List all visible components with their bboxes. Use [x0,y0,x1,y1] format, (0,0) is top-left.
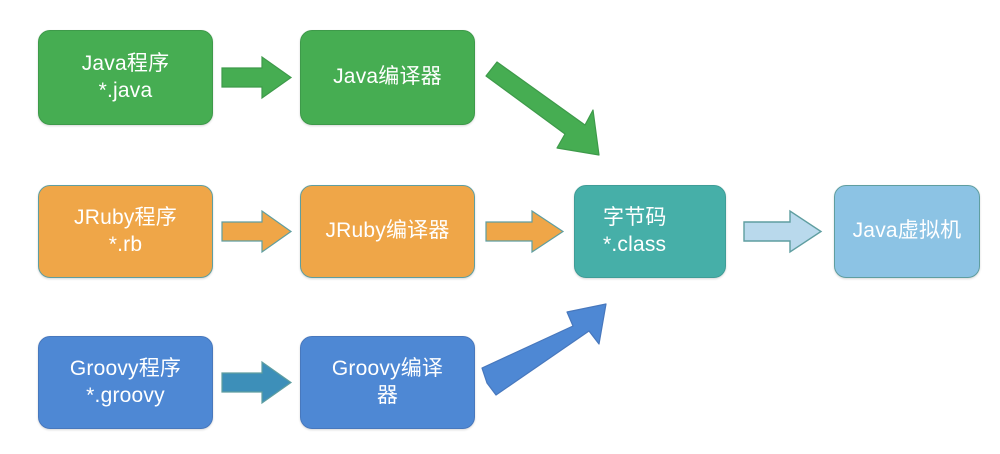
node-label: Java虚拟机 [852,219,962,243]
arrow-shape [221,360,293,405]
node-label: JRuby编译器 [325,219,450,243]
node-label: Java编译器 [333,65,442,89]
node-java-compiler[interactable]: Java编译器 [300,30,475,125]
arrow-shape [485,61,600,156]
arrow-java-source-to-compiler [221,55,293,100]
arrow-bytecode-to-jvm [743,209,823,254]
node-groovy-compiler[interactable]: Groovy编译 器 [300,336,475,429]
node-label: 字节码 *.class [603,205,667,256]
node-java-source[interactable]: Java程序 *.java [38,30,213,125]
arrow-groovy-source-to-compiler [221,360,293,405]
arrow-groovy-compiler-to-bytecode [481,298,607,398]
arrow-jruby-source-to-compiler [221,209,293,254]
node-label: Java程序 *.java [81,51,170,102]
arrow-shape [481,303,607,396]
node-jvm[interactable]: Java虚拟机 [834,185,980,278]
arrow-shape [743,209,823,254]
arrow-shape [221,209,293,254]
arrow-jruby-compiler-to-bytecode [485,209,565,254]
arrow-java-compiler-to-bytecode [482,61,607,167]
node-jruby-compiler[interactable]: JRuby编译器 [300,185,475,278]
node-jruby-source[interactable]: JRuby程序 *.rb [38,185,213,278]
node-label: Groovy编译 器 [331,356,444,407]
node-groovy-source[interactable]: Groovy程序 *.groovy [38,336,213,429]
arrow-shape [485,209,565,254]
node-bytecode[interactable]: 字节码 *.class [574,185,726,278]
arrow-shape [221,55,293,100]
node-label: JRuby程序 *.rb [74,205,177,256]
node-label: Groovy程序 *.groovy [69,356,182,407]
